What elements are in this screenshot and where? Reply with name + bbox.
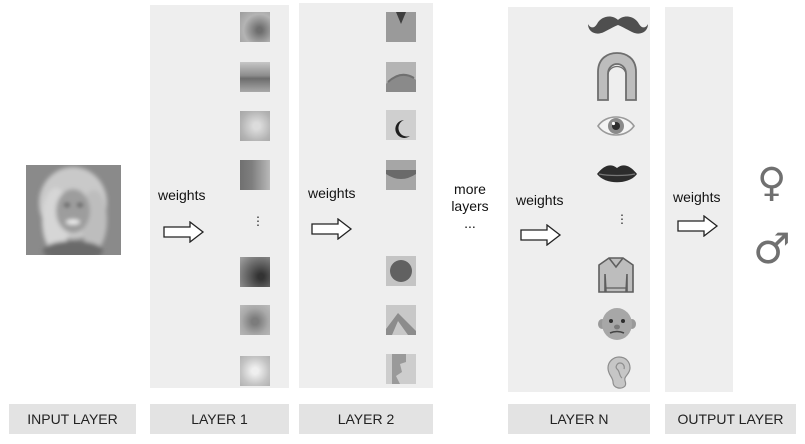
layerN-ellipsis: ⋮	[616, 212, 628, 226]
layer2-feature-tile	[386, 354, 416, 384]
weights-label-2: weights	[308, 185, 356, 201]
layer1-feature-tile	[240, 111, 270, 141]
input-face-photo	[26, 165, 121, 255]
layer1-feature-tile	[240, 62, 270, 92]
more-layers-label: more layers ...	[441, 181, 499, 232]
weights-label-1: weights	[158, 187, 206, 203]
weights-label-3: weights	[516, 192, 564, 208]
arrow-right-icon-1	[163, 221, 205, 243]
layerN-label: LAYER N	[508, 404, 650, 434]
layer1-feature-tile	[240, 257, 270, 287]
long-hair-icon	[597, 52, 637, 101]
weights-label-4: weights	[673, 189, 721, 205]
layer1-feature-tile	[240, 356, 270, 386]
layer2-feature-tile	[386, 305, 416, 335]
male-symbol-icon: ♂	[753, 224, 791, 273]
layer2-feature-tile	[386, 12, 416, 42]
arrow-right-icon-3	[520, 224, 562, 246]
layer1-label: LAYER 1	[150, 404, 289, 434]
layer1-ellipsis: ⋮	[252, 214, 264, 228]
layer2-feature-tile	[386, 62, 416, 92]
layer1-feature-tile	[240, 12, 270, 42]
eye-icon	[597, 116, 635, 136]
arrow-right-icon-2	[311, 218, 353, 240]
layer2-feature-tile	[386, 256, 416, 286]
layer2-feature-tile	[386, 160, 416, 190]
more-layers-line1: more	[454, 181, 486, 197]
arrow-right-icon-4	[677, 215, 719, 237]
layer1-feature-tile	[240, 160, 270, 190]
sweater-icon	[598, 257, 634, 293]
input-layer-label: INPUT LAYER	[9, 404, 136, 434]
more-layers-line2: layers	[451, 198, 489, 214]
ear-icon	[607, 356, 631, 389]
output-panel	[665, 7, 733, 392]
face-icon	[598, 308, 636, 340]
layer2-label: LAYER 2	[299, 404, 433, 434]
mustache-icon	[588, 16, 648, 34]
output-layer-label: OUTPUT LAYER	[665, 404, 796, 434]
more-layers-line3: ...	[464, 215, 476, 231]
layer1-feature-tile	[240, 305, 270, 335]
female-symbol-icon: ♀	[757, 160, 787, 206]
lips-icon	[597, 165, 637, 183]
layer2-feature-tile	[386, 110, 416, 140]
